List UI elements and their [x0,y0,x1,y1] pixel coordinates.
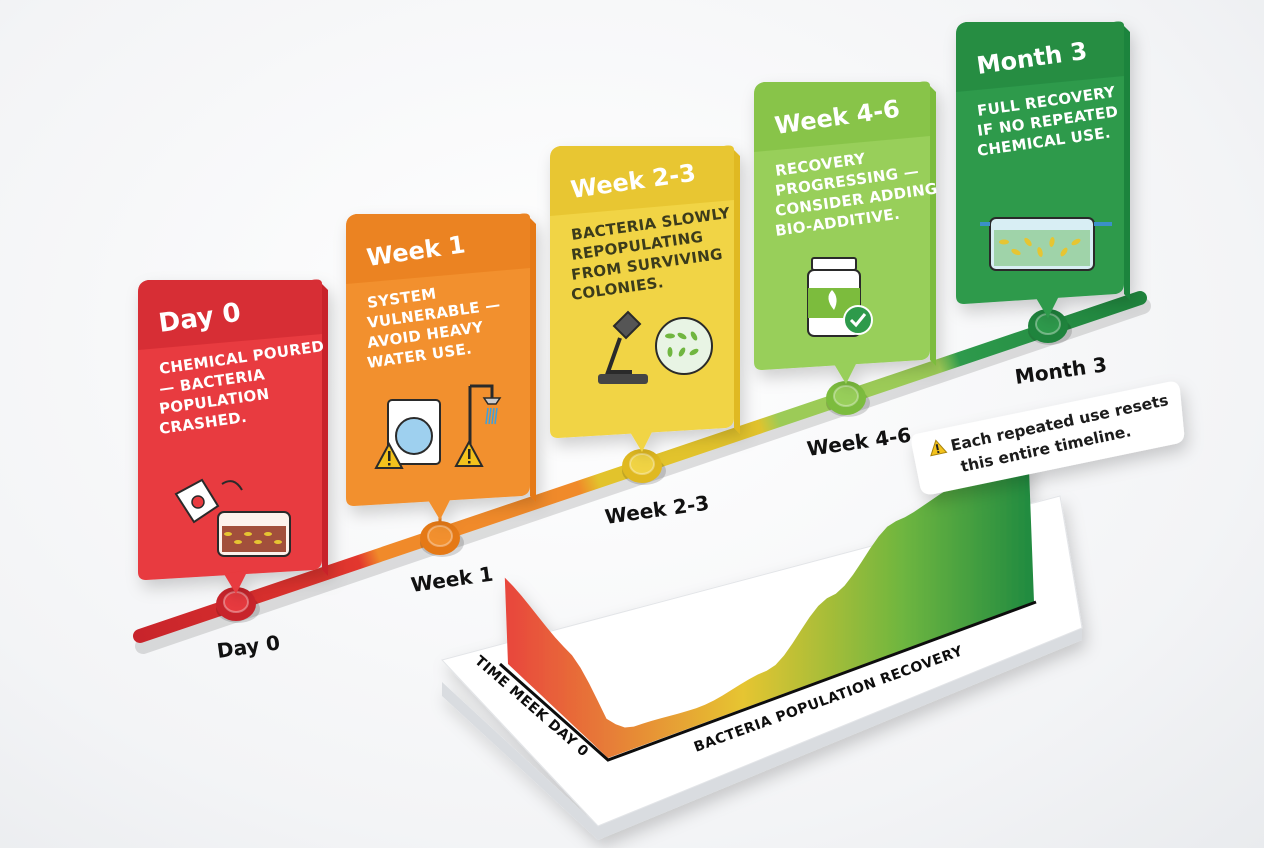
timeline-node [420,521,464,557]
chart-area-fill [504,458,1034,758]
warning-note-box [911,381,1185,495]
timeline-node [216,587,260,623]
timeline-label: Week 2-3 [603,491,710,529]
timeline-label: Week 1 [409,562,494,597]
stage-card-pointer [630,428,654,452]
stage-card-pointer [1036,294,1060,318]
stage-card-header [956,21,1124,92]
microscope-icon [598,310,713,384]
timeline-label: Month 3 [1013,352,1108,389]
timeline-label: Day 0 [215,630,281,663]
timeline-node [826,381,870,417]
stage-card-pointer [834,360,858,384]
stage-card-header [754,81,930,152]
timeline-label: Week 4-6 [805,423,912,461]
stage-card-pointer [224,570,248,594]
stage-card-header [138,279,322,350]
stage-card-side [530,218,536,502]
warning-note: Each repeated use resets this entire tim… [911,381,1185,495]
warning-icon [930,439,948,457]
stage-card-side [1124,26,1130,300]
stage-card-side [322,284,328,576]
stage-card-side [930,86,936,366]
timeline-node [622,449,666,485]
healthy-tank-icon [980,217,1112,271]
stage-card-pointer [428,496,452,520]
stage-card-header [346,213,530,284]
washer-shower-warning-icon [374,384,502,469]
warning-icon [374,441,404,469]
bio-additive-bottle-icon [807,257,873,337]
warning-icon [454,439,484,467]
chemical-pour-icon [174,478,291,557]
stage-card-face [754,81,930,370]
timeline-node [1028,309,1072,345]
chart-axis [499,600,1037,762]
stage-card-side [734,150,740,434]
stage-card-header [550,145,734,216]
recovery-chart: TIME MEEK DAY 0 BACTERIA POPULATION RECO… [441,458,1083,840]
